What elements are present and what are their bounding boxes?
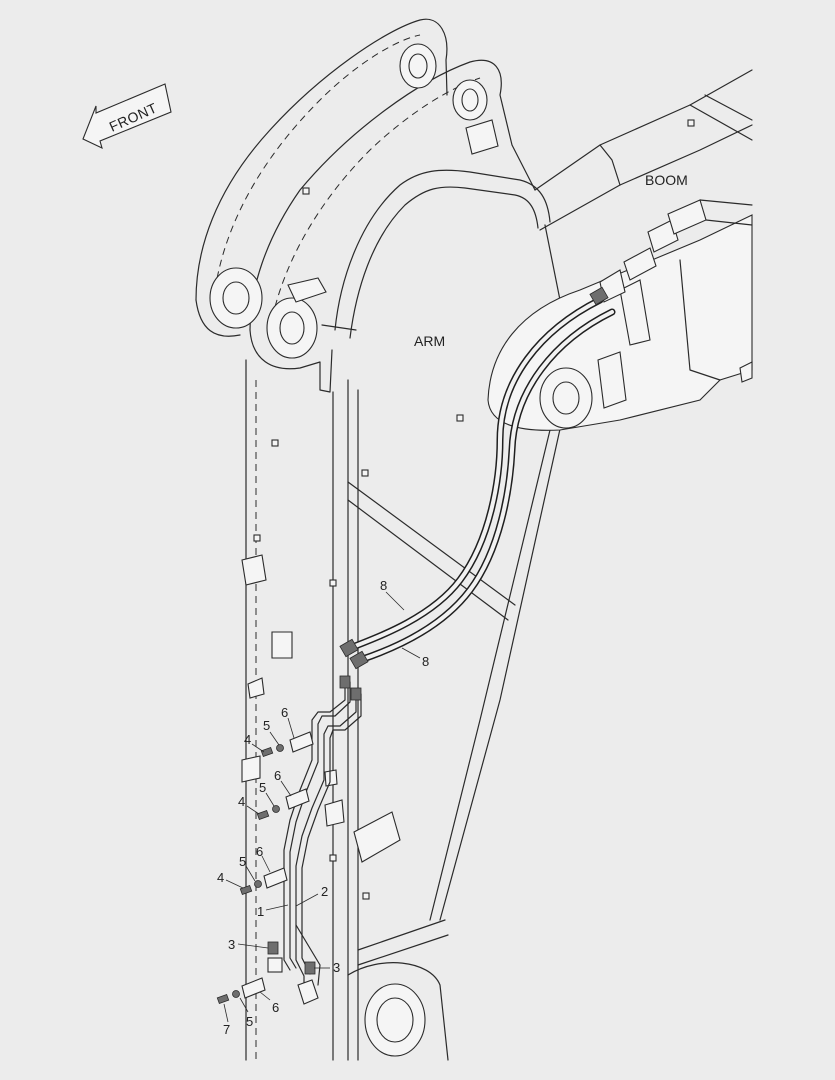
clamp-set-1 — [260, 731, 314, 758]
callout-4-set1: 4 — [244, 732, 251, 747]
arm-structure — [195, 18, 571, 1061]
boom-structure — [487, 69, 753, 431]
callout-5-set3: 5 — [239, 854, 246, 869]
callouts: 8 8 6 5 4 6 5 4 6 5 4 2 1 3 3 — [217, 578, 429, 1037]
boom-label: BOOM — [645, 172, 688, 188]
callout-6-bottom: 6 — [272, 1000, 279, 1015]
pipe-2 — [295, 691, 357, 985]
callout-5-set1: 5 — [263, 718, 270, 733]
pipe-1 — [283, 679, 346, 971]
callout-3-left: 3 — [228, 937, 235, 952]
front-arrow: FRONT — [82, 83, 172, 150]
callout-5-set2: 5 — [259, 780, 266, 795]
callout-3-right: 3 — [333, 960, 340, 975]
callout-5-bottom: 5 — [246, 1014, 253, 1029]
clamp-set-2 — [256, 788, 310, 821]
callout-1: 1 — [257, 904, 264, 919]
callout-6-set2: 6 — [274, 768, 281, 783]
hoses — [339, 286, 616, 670]
callout-8-lower: 8 — [422, 654, 429, 669]
callout-8-upper: 8 — [380, 578, 387, 593]
callout-6-set1: 6 — [281, 705, 288, 720]
arm-label: ARM — [414, 333, 445, 349]
pipes — [283, 675, 362, 985]
clamp-set-3 — [239, 867, 288, 896]
callout-4-set2: 4 — [238, 794, 245, 809]
clamp-set-bottom — [216, 977, 266, 1005]
callout-6-set3: 6 — [256, 844, 263, 859]
bottom-fittings — [267, 924, 321, 1005]
callout-4-set3: 4 — [217, 870, 224, 885]
callout-2: 2 — [321, 884, 328, 899]
callout-7: 7 — [223, 1022, 230, 1037]
